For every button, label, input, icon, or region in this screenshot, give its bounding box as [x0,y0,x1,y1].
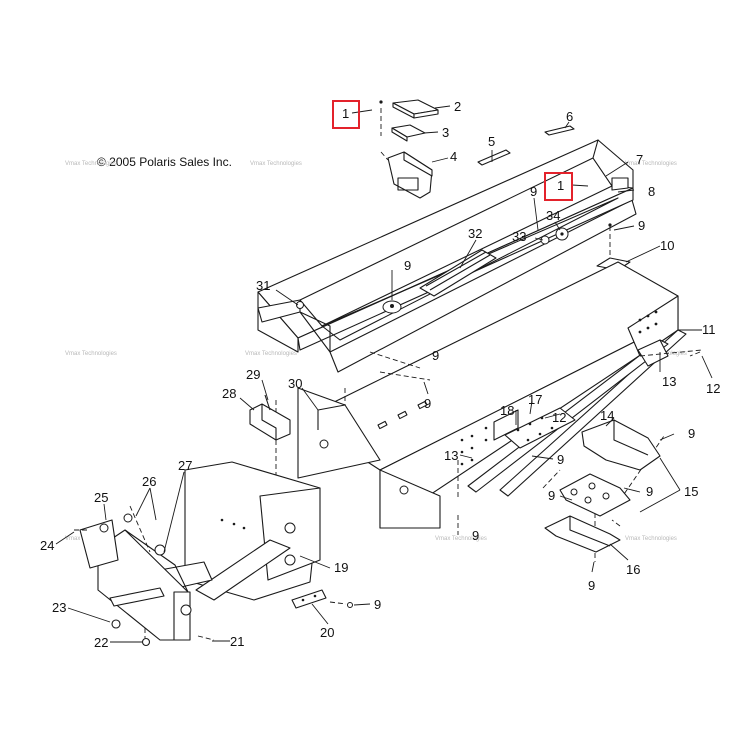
callout-30: 30 [288,376,302,391]
callout-5: 5 [488,134,495,149]
callout-22: 22 [94,635,108,650]
callout-13: 13 [662,374,676,389]
callout-1: 1 [342,106,349,121]
callout-24: 24 [40,538,54,553]
callout-14: 14 [600,408,614,423]
callout-9: 9 [404,258,411,273]
callout-18: 18 [500,403,514,418]
guard-assembly [544,419,661,553]
watermark: Vmax Technologies [435,536,487,542]
callout-13: 13 [444,448,458,463]
callout-9: 9 [424,396,431,411]
latch-assembly [379,99,439,199]
callout-8: 8 [648,184,655,199]
callout-7: 7 [636,152,643,167]
callout-25: 25 [94,490,108,505]
callout-9: 9 [646,484,653,499]
callout-32: 32 [468,226,482,241]
highlight-box [544,172,573,201]
callout-27: 27 [178,458,192,473]
watermark: Vmax Technologies [625,161,677,167]
callout-33: 33 [512,229,526,244]
watermark: Vmax Technologies [65,351,117,357]
callout-6: 6 [566,109,573,124]
highlight-box [332,100,360,129]
callout-2: 2 [454,99,461,114]
highlight-boxes [332,100,573,201]
callout-34: 34 [546,208,560,223]
callout-28: 28 [222,386,236,401]
bar-20 [291,589,353,609]
leader-lines [55,105,713,643]
callout-9: 9 [432,348,439,363]
callout-9: 9 [530,184,537,199]
bracket-28 [249,394,291,441]
callout-9: 9 [472,528,479,543]
callout-9: 9 [548,488,555,503]
callout-labels: 1 1 2 3 4 5 6 7 8 9 9 9 9 9 9 9 9 9 9 9 … [40,99,720,650]
callout-9: 9 [374,597,381,612]
callout-9: 9 [588,578,595,593]
main-chassis [297,261,687,529]
strips [477,125,575,166]
bed-frame [257,139,637,373]
callout-9: 9 [688,426,695,441]
callout-23: 23 [52,600,66,615]
callout-11: 11 [702,322,716,337]
callout-1: 1 [557,178,564,193]
callout-12: 12 [552,410,566,425]
watermark: Vmax Technologies [65,161,117,167]
callout-21: 21 [230,634,244,649]
callout-15: 15 [684,484,698,499]
callout-16: 16 [626,562,640,577]
callout-31: 31 [256,278,270,293]
callout-17: 17 [528,392,542,407]
callout-19: 19 [334,560,348,575]
callout-4: 4 [450,149,457,164]
watermark: Vmax Technologies [250,161,302,167]
callout-9: 9 [557,452,564,467]
callout-10: 10 [660,238,674,253]
watermark: Vmax Technologies [245,351,297,357]
callout-20: 20 [320,625,334,640]
callout-12: 12 [706,381,720,396]
callout-29: 29 [246,367,260,382]
callout-26: 26 [142,474,156,489]
watermark: Vmax Technologies [625,536,677,542]
copyright-notice: © 2005 Polaris Sales Inc. [97,155,232,169]
seat-box [74,461,321,647]
callout-9: 9 [638,218,645,233]
callout-3: 3 [442,125,449,140]
